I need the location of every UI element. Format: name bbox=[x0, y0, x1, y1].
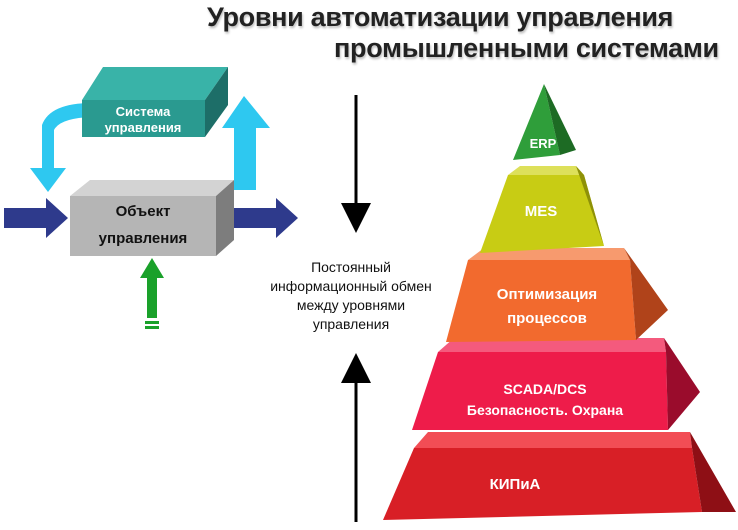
control-loop: Система управления Объект управления bbox=[4, 67, 298, 329]
page-title-line-2: промышленными системами bbox=[334, 33, 719, 63]
level-label-optimization-line-2: процессов bbox=[507, 310, 587, 327]
feedback-arrow-right-icon bbox=[222, 96, 270, 190]
pyramid-level-scada: SCADA/DCS Безопасность. Охрана bbox=[412, 338, 700, 430]
pyramid-level-erp: ERP bbox=[513, 84, 576, 160]
level-label-scada-line-1: SCADA/DCS bbox=[503, 381, 586, 397]
pyramid-level-kipia: КИПиА bbox=[383, 432, 736, 520]
output-side-arrow-icon bbox=[232, 198, 298, 238]
level-label-kipia: КИПиА bbox=[490, 476, 541, 493]
level-label-mes: MES bbox=[525, 203, 558, 220]
automation-pyramid: КИПиА SCADA/DCS Безопасность. Охрана Опт… bbox=[383, 84, 736, 520]
level-label-scada-line-2: Безопасность. Охрана bbox=[467, 402, 623, 418]
level-label-optimization-line-1: Оптимизация bbox=[497, 286, 597, 303]
system-label-line-1: Система bbox=[116, 104, 171, 119]
page-title-line-1: Уровни автоматизации управления bbox=[207, 2, 674, 32]
control-object-box: Объект управления bbox=[70, 180, 234, 256]
info-exchange-caption: Постоянный информационный обмен между ур… bbox=[270, 259, 432, 332]
input-side-arrow-icon bbox=[4, 198, 68, 238]
pyramid-level-optimization: Оптимизация процессов bbox=[446, 248, 668, 342]
disturbance-arrow-icon bbox=[140, 258, 164, 329]
feedback-arrow-left-icon bbox=[30, 103, 92, 192]
control-system-box: Система управления bbox=[82, 67, 228, 137]
level-label-erp: ERP bbox=[530, 136, 557, 151]
object-label-line-2: управления bbox=[99, 230, 188, 247]
system-label-line-2: управления bbox=[105, 120, 182, 135]
object-label-line-1: Объект bbox=[116, 203, 171, 220]
pyramid-level-mes: MES bbox=[480, 166, 604, 253]
